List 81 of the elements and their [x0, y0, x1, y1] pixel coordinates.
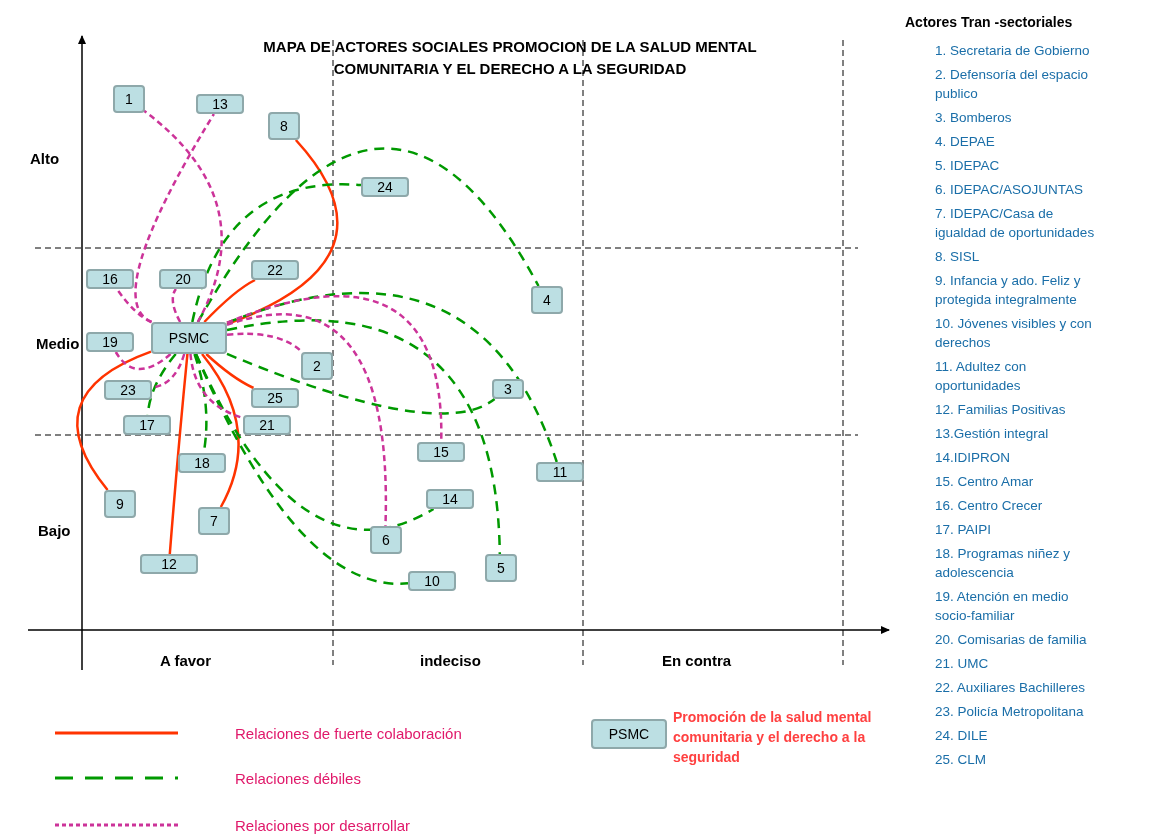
legend-text: Relaciones por desarrollar: [235, 816, 411, 836]
actor-box: 14: [426, 489, 474, 509]
actor-box: 17: [123, 415, 171, 435]
actor-box: 10: [408, 571, 456, 591]
relation-curve: [114, 351, 172, 371]
actor-box: 9: [104, 490, 136, 518]
actor-list-item: 12. Familias Positivas: [935, 401, 1067, 419]
actor-list-item: 2. Defensoría del espacio publico: [935, 66, 1090, 103]
actor-list-item: 4. DEPAE: [935, 133, 996, 151]
actor-list-item: 14.IDIPRON: [935, 449, 1012, 467]
actor-list-item: 5. IDEPAC: [935, 157, 1001, 175]
legend-description: Promoción de la salud mental comunitaria y el derecho a la seguridad: [673, 708, 873, 767]
relation-curve: [191, 183, 362, 323]
actor-list-item: 19. Atención en medio socio-familiar: [935, 588, 1070, 625]
axis-label: En contra: [662, 651, 732, 671]
actor-list-item: 8. SISL: [935, 248, 981, 266]
actor-box: 11: [536, 462, 584, 482]
actor-box: PSMC: [151, 322, 227, 354]
actor-box: 20: [159, 269, 207, 289]
actor-box: 19: [86, 332, 134, 352]
actor-list-item: 18. Programas niñez y adolescencia: [935, 545, 1072, 582]
relation-curve: [201, 353, 240, 508]
relation-curve: [76, 350, 152, 491]
actor-box: 4: [531, 286, 563, 314]
relation-curve: [205, 353, 255, 390]
actor-box: 24: [361, 177, 409, 197]
relation-curve: [194, 353, 408, 585]
relation-curve: [203, 278, 256, 323]
actor-box: 2: [301, 352, 333, 380]
actor-list-item: 11. Adultez con oportunidades: [935, 358, 1028, 395]
actor-list-item: 16. Centro Crecer: [935, 497, 1044, 515]
relation-curve: [226, 332, 303, 353]
axis-label: A favor: [160, 651, 212, 671]
actor-list-item: 25. CLM: [935, 751, 988, 769]
relation-curve: [194, 353, 435, 531]
actor-list-item: 24. DILE: [935, 727, 989, 745]
relation-curve: [226, 352, 496, 415]
relation-curve: [226, 319, 502, 555]
relation-curve: [196, 147, 540, 323]
actor-box: 23: [104, 380, 152, 400]
actor-box: 22: [251, 260, 299, 280]
actor-box: 16: [86, 269, 134, 289]
relation-curve: [189, 353, 244, 420]
actor-box: 12: [140, 554, 198, 574]
actor-box: 1: [113, 85, 145, 113]
actor-list-item: 6. IDEPAC/ASOJUNTAS: [935, 181, 1085, 199]
actor-box: 3: [492, 379, 524, 399]
axis-label: Bajo: [38, 521, 71, 541]
actor-list-item: 22. Auxiliares Bachilleres: [935, 679, 1087, 697]
actor-list-item: 9. Infancia y ado. Feliz y protegida integralmente: [935, 272, 1082, 309]
actor-list-item: 23. Policía Metropolitana: [935, 703, 1085, 721]
actor-box: 21: [243, 415, 291, 435]
actor-box: 6: [370, 526, 402, 554]
actor-list-item: 10. Jóvenes visibles y con derechos: [935, 315, 1093, 352]
legend-text: Relaciones de fuerte colaboración: [235, 724, 462, 744]
actor-box: 5: [485, 554, 517, 582]
actor-list-item: 1. Secretaria de Gobierno: [935, 42, 1091, 60]
axis-label: Medio: [36, 334, 80, 354]
relation-curve: [168, 353, 189, 555]
relation-curve: [115, 288, 152, 324]
actor-list-item: 15. Centro Amar: [935, 473, 1035, 491]
actor-list-item: 20. Comisarias de familia: [935, 631, 1088, 649]
list-heading: Actores Tran -sectoriales: [905, 13, 1074, 32]
axis-label: indeciso: [420, 651, 481, 671]
actor-list-item: 17. PAIPI: [935, 521, 993, 539]
actor-list-item: 7. IDEPAC/Casa de igualdad de oportunidades: [935, 205, 1096, 242]
actor-box: 25: [251, 388, 299, 408]
actor-list-item: 3. Bomberos: [935, 109, 1013, 127]
diagram-title: MAPA DE ACTORES SOCIALES PROMOCION DE LA SALUD MENTAL COMUNITARIA Y EL DERECHO A LA SEGURIDAD: [262, 37, 758, 79]
actor-list-item: 13.Gestión integral: [935, 425, 1050, 443]
axis-label: Alto: [30, 149, 60, 169]
legend-text: Relaciones débiles: [235, 769, 361, 789]
relation-curve: [142, 109, 223, 323]
actor-box: 15: [417, 442, 465, 462]
actor-box: 7: [198, 507, 230, 535]
actor-box: 13: [196, 94, 244, 114]
actor-list-item: 21. UMC: [935, 655, 990, 673]
relation-curve: [226, 313, 387, 526]
actor-box: 8: [268, 112, 300, 140]
actor-box: 18: [178, 453, 226, 473]
relation-curve: [171, 288, 182, 323]
